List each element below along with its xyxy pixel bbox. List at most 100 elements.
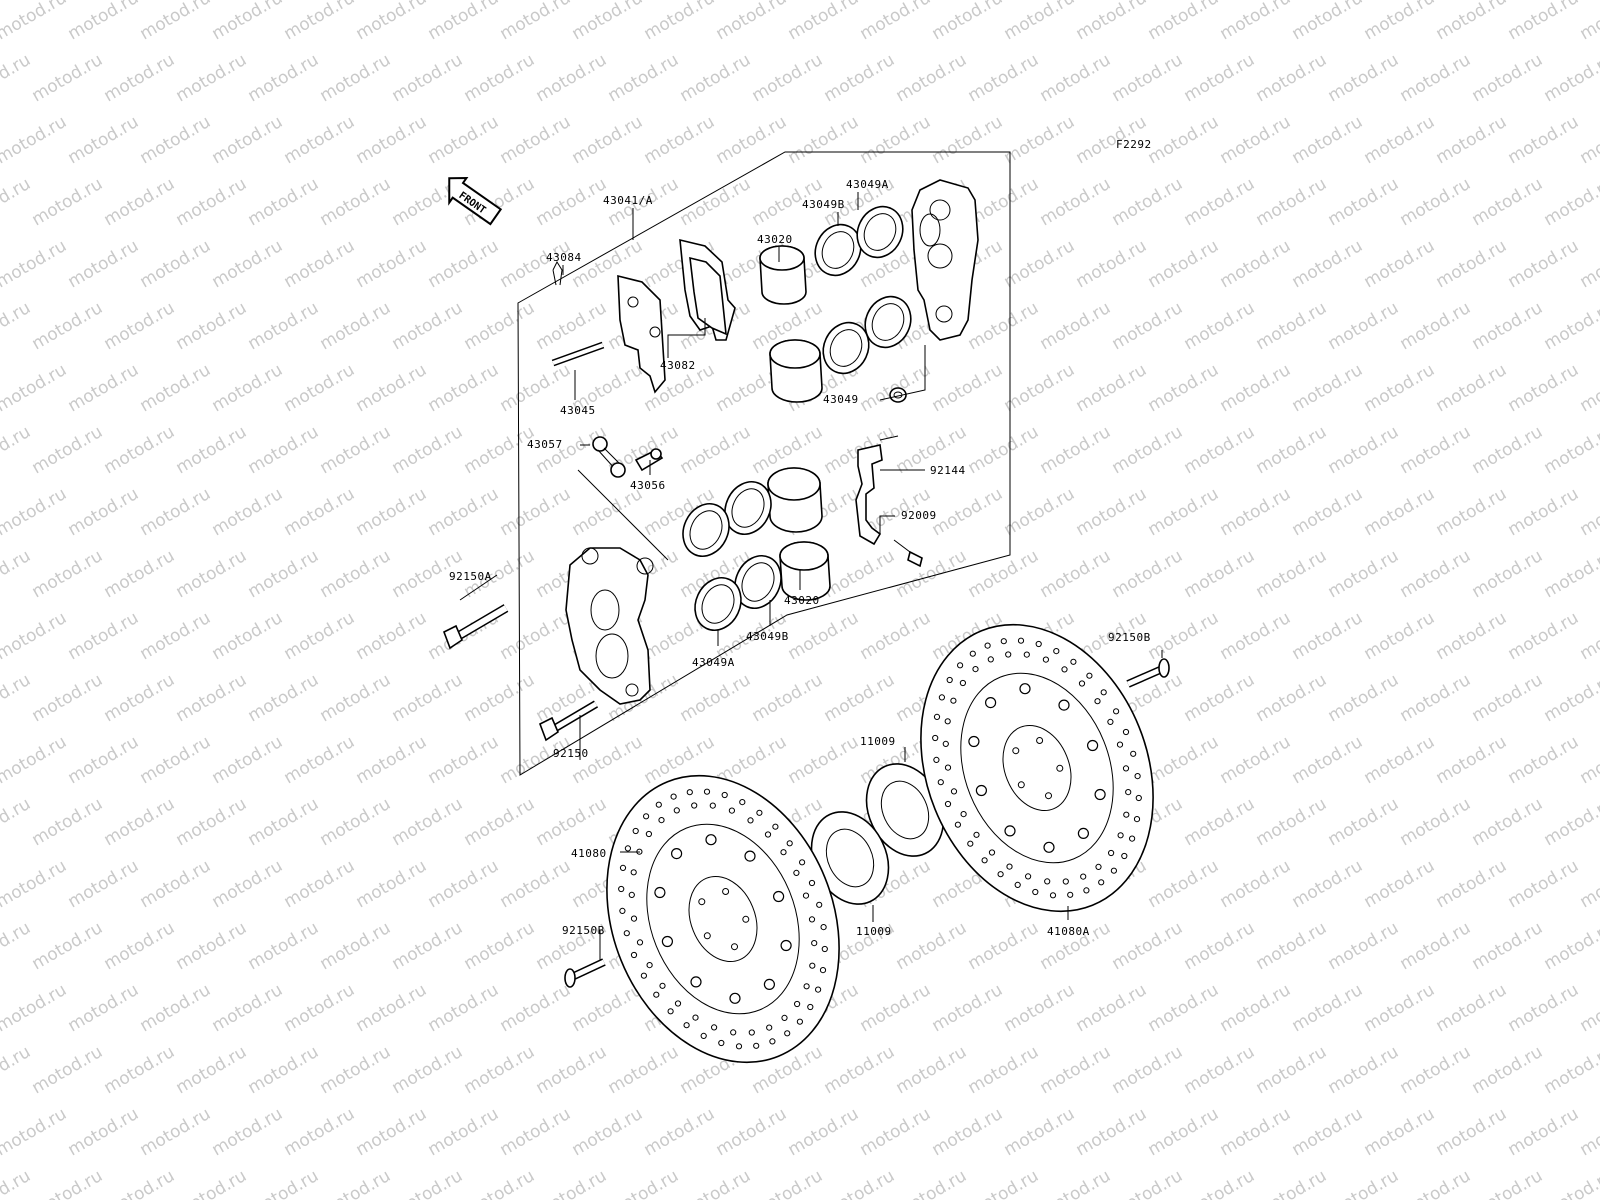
label-disc-left: 41080 <box>571 847 607 860</box>
disc-rivet <box>690 976 702 988</box>
watermark-text: motod.ru <box>0 732 70 788</box>
disc-vent-hole <box>683 1022 690 1029</box>
watermark-text: motod.ru <box>1541 50 1600 106</box>
watermark-text: motod.ru <box>965 1166 1043 1200</box>
disc-mount-hole <box>703 932 711 940</box>
label-spacer-bottom: 11009 <box>856 925 892 938</box>
disc-rivet <box>1094 788 1106 801</box>
watermark-text: motod.ru <box>857 112 935 168</box>
disc-vent-hole <box>772 823 779 830</box>
watermark-text: motod.ru <box>1289 980 1367 1036</box>
watermark-text: motod.ru <box>1073 980 1151 1036</box>
watermark-text: motod.ru <box>929 1104 1007 1160</box>
watermark-text: motod.ru <box>245 1042 323 1098</box>
watermark-text: motod.ru <box>353 608 431 664</box>
watermark-text: motod.ru <box>29 670 107 726</box>
watermark-text: motod.ru <box>1217 236 1295 292</box>
watermark-text: motod.ru <box>497 732 575 788</box>
disc-vent-hole <box>820 924 827 931</box>
disc-vent-hole <box>1053 648 1060 655</box>
label-piston-seal-b-bottom: 43049B <box>746 630 789 643</box>
disc-vent-hole <box>1032 888 1039 896</box>
watermark-text: motod.ru <box>0 360 70 416</box>
watermark-text: motod.ru <box>389 422 467 478</box>
watermark-text: motod.ru <box>389 1166 467 1200</box>
watermark-text: motod.ru <box>245 546 323 602</box>
label-pin-clip: 43084 <box>546 251 582 264</box>
watermark-text: motod.ru <box>1253 1042 1331 1098</box>
watermark-text: motod.ru <box>173 1042 251 1098</box>
watermark-text: motod.ru <box>1361 1104 1439 1160</box>
watermark-text: motod.ru <box>1325 422 1403 478</box>
disc-vent-hole <box>959 679 967 687</box>
piston-bottom-lower-icon <box>779 541 831 601</box>
label-piston-bottom: 43020 <box>784 594 820 607</box>
watermark-text: motod.ru <box>1109 1166 1187 1200</box>
watermark-text: motod.ru <box>1253 174 1331 230</box>
watermark-text: motod.ru <box>1505 360 1583 416</box>
disc-vent-hole <box>1006 863 1013 870</box>
watermark-text: motod.ru <box>641 112 719 168</box>
disc-rivet <box>1004 825 1016 837</box>
watermark-text: motod.ru <box>0 0 70 44</box>
watermark-text: motod.ru <box>353 980 431 1036</box>
disc-vent-hole <box>1094 698 1101 705</box>
disc-vent-hole <box>944 800 952 808</box>
bracket-bolt-icon <box>893 539 923 568</box>
watermark-text: motod.ru <box>209 608 287 664</box>
watermark-text: motod.ru <box>173 50 251 106</box>
watermark-text: motod.ru <box>821 50 899 106</box>
disc-vent-hole <box>1110 867 1118 874</box>
watermark-text: motod.ru <box>101 1042 179 1098</box>
disc-vent-hole <box>816 901 823 908</box>
disc-vent-hole <box>997 871 1004 878</box>
disc-vent-hole <box>728 807 736 814</box>
disc-rivet <box>1043 841 1055 853</box>
watermark-text: motod.ru <box>101 422 179 478</box>
watermark-text: motod.ru <box>1541 546 1600 602</box>
watermark-text: motod.ru <box>1505 484 1583 540</box>
watermark-text: motod.ru <box>1433 980 1511 1036</box>
disc-vent-hole <box>1123 811 1130 818</box>
disc-rivet <box>661 935 674 948</box>
watermark-text: motod.ru <box>1289 0 1367 44</box>
watermark-text: motod.ru <box>209 1104 287 1160</box>
watermark-text: motod.ru <box>713 0 791 44</box>
watermark-text: motod.ru <box>1289 112 1367 168</box>
disc-vent-hole <box>659 982 666 989</box>
watermark-text: motod.ru <box>245 298 323 354</box>
watermark-text: motod.ru <box>425 112 503 168</box>
disc-vent-hole <box>619 907 626 915</box>
watermark-text: motod.ru <box>461 794 539 850</box>
disc-vent-hole <box>692 1014 699 1021</box>
piston-seal-b-bottom-lower-icon <box>734 555 782 609</box>
watermark-text: motod.ru <box>533 1166 611 1200</box>
watermark-text: motod.ru <box>353 360 431 416</box>
watermark-text: motod.ru <box>1253 422 1331 478</box>
watermark-text: motod.ru <box>101 174 179 230</box>
watermark-text: motod.ru <box>1217 484 1295 540</box>
piston-seal-a-bottom-upper-icon <box>682 503 730 557</box>
watermark-text: motod.ru <box>281 732 359 788</box>
watermark-text: motod.ru <box>65 856 143 912</box>
piston-seal-a-bottom-lower-icon <box>694 577 742 631</box>
watermark-text: motod.ru <box>1397 1166 1475 1200</box>
watermark-text: motod.ru <box>1397 174 1475 230</box>
watermark-text: motod.ru <box>1217 856 1295 912</box>
watermark-text: motod.ru <box>1433 0 1511 44</box>
watermark-text: motod.ru <box>1145 360 1223 416</box>
watermark-text: motod.ru <box>1289 856 1367 912</box>
disc-vent-hole <box>1017 637 1025 644</box>
watermark-text: motod.ru <box>425 0 503 44</box>
disc-vent-hole <box>969 650 976 657</box>
watermark-text: motod.ru <box>1001 112 1079 168</box>
disc-vent-hole <box>807 1003 814 1011</box>
watermark-text: motod.ru <box>1001 1104 1079 1160</box>
watermark-text: motod.ru <box>173 422 251 478</box>
watermark-text: motod.ru <box>0 1104 70 1160</box>
watermark-text: motod.ru <box>245 50 323 106</box>
watermark-text: motod.ru <box>677 50 755 106</box>
watermark-text: motod.ru <box>281 236 359 292</box>
watermark-text: motod.ru <box>1433 112 1511 168</box>
disc-vent-hole <box>793 869 800 877</box>
